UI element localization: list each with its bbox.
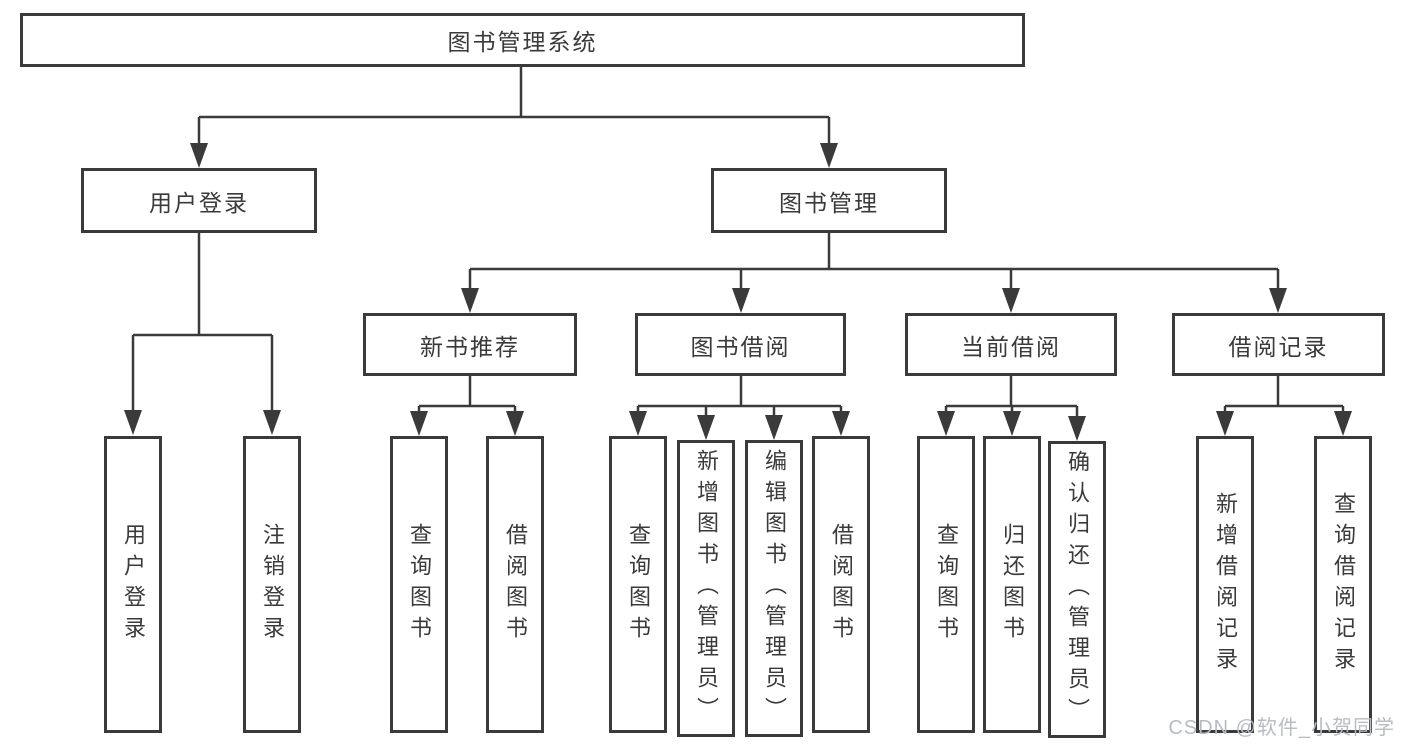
connector-book-borrow xyxy=(636,376,843,420)
leaf-add-borrow-record: 新增借阅记录 xyxy=(1196,436,1254,733)
leaf-user-login: 用户登录 xyxy=(104,436,162,733)
node-current-borrow: 当前借阅 xyxy=(905,313,1117,376)
leaf-edit-book-admin: 编辑图书（管理员） xyxy=(745,440,803,737)
arrow-icon xyxy=(765,415,783,440)
arrow-icon xyxy=(410,411,428,436)
connector-user-login xyxy=(131,233,274,415)
node-new-book-recommend: 新书推荐 xyxy=(363,313,577,376)
leaf-logout: 注销登录 xyxy=(243,436,301,733)
connector-root xyxy=(197,67,831,148)
leaf-return-book: 归还图书 xyxy=(983,436,1041,733)
arrow-icon xyxy=(629,411,647,436)
arrow-icon xyxy=(697,415,715,440)
arrow-icon xyxy=(461,288,479,313)
arrowheads xyxy=(124,143,1352,441)
csdn-watermark: CSDN @软件_小贺同学 xyxy=(1168,717,1395,739)
connector-borrow-records xyxy=(1223,376,1345,416)
leaf-query-borrow-record: 查询借阅记录 xyxy=(1314,436,1372,733)
arrow-icon xyxy=(832,411,850,436)
arrow-icon xyxy=(820,143,838,168)
node-book-borrow: 图书借阅 xyxy=(635,313,846,376)
node-user-login: 用户登录 xyxy=(81,168,317,233)
node-book-management: 图书管理 xyxy=(711,168,947,233)
arrow-icon xyxy=(506,411,524,436)
arrow-icon xyxy=(124,410,142,435)
leaf-query-books-borrow: 查询图书 xyxy=(609,436,667,733)
arrow-icon xyxy=(1334,411,1352,436)
leaf-add-book-admin: 新增图书（管理员） xyxy=(677,440,735,737)
arrow-icon xyxy=(1216,411,1234,436)
leaf-borrow-books: 借阅图书 xyxy=(812,436,870,733)
leaf-query-books-recommend: 查询图书 xyxy=(390,436,448,733)
arrow-icon xyxy=(732,288,750,313)
node-borrow-records: 借阅记录 xyxy=(1172,313,1385,376)
arrow-icon xyxy=(1002,288,1020,313)
connector-lines xyxy=(131,67,1345,421)
arrow-icon xyxy=(1068,416,1086,441)
arrow-icon xyxy=(263,410,281,435)
connector-book-management xyxy=(468,233,1280,293)
node-library-system: 图书管理系统 xyxy=(20,13,1025,67)
arrow-icon xyxy=(937,411,955,436)
arrow-icon xyxy=(1003,411,1021,436)
leaf-confirm-return-admin: 确认归还（管理员） xyxy=(1048,441,1106,738)
connector-new-book-recommend xyxy=(417,376,517,416)
arrow-icon xyxy=(190,143,208,168)
leaf-borrow-books-recommend: 借阅图书 xyxy=(486,436,544,733)
arrow-icon xyxy=(1269,288,1287,313)
leaf-query-books-current: 查询图书 xyxy=(917,436,975,733)
